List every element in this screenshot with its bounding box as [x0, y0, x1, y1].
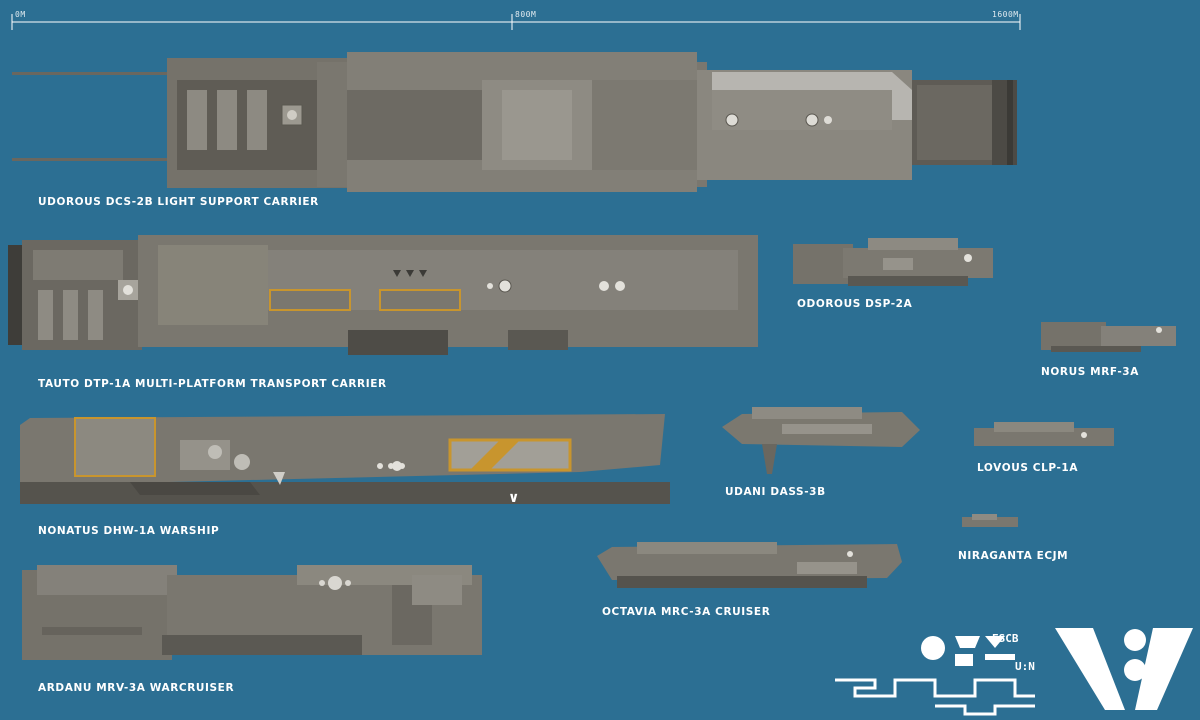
scale-label-800: 800M [515, 10, 537, 19]
ship-label-clp: LOVOUS CLP-1A [977, 462, 1079, 474]
ship-dtp-image [8, 235, 758, 355]
logo-dot-top [1124, 629, 1146, 651]
ship-label-odc: UDOROUS DCS-2B LIGHT SUPPORT CARRIER [38, 196, 319, 208]
ship-mrf-image [1041, 322, 1176, 352]
ship-odc-image [12, 52, 1017, 192]
logo-text-un: U:N [1015, 660, 1035, 673]
scale-label-1600: 1600M [992, 10, 1019, 19]
ship-label-mrf: NORUS MRF-3A [1041, 366, 1139, 378]
logo-dot-bottom [1124, 659, 1146, 681]
logo-text-escb: ESCB [992, 632, 1019, 645]
ship-clp-image [974, 422, 1114, 446]
emblem-icon [921, 636, 945, 660]
faction-logo-cluster [835, 628, 1193, 716]
ship-dhw-image: ∨ [20, 414, 670, 506]
ship-mrc-image [597, 542, 902, 588]
ship-label-dhw: NONATUS DHW-1A WARSHIP [38, 525, 220, 537]
svg-text:∨: ∨ [508, 490, 519, 506]
ship-label-mrv: ARDANU MRV-3A WARCRUISER [38, 682, 235, 694]
ship-label-dass: UDANI DASS-3B [725, 486, 826, 498]
ship-dass-image [722, 407, 920, 474]
ship-dsp-image [793, 238, 993, 286]
ship-label-mrc: OCTAVIA MRC-3A CRUISER [602, 606, 771, 618]
scale-label-0: 0M [15, 10, 26, 19]
ship-label-dsp: ODOROUS DSP-2A [797, 298, 913, 310]
ship-label-dtp: TAUTO DTP-1A MULTI-PLATFORM TRANSPORT CA… [38, 378, 387, 390]
ship-mrv-image [22, 565, 482, 660]
scale-bar [11, 14, 1021, 30]
ship-label-ecjm: NIRAGANTA ECJM [958, 550, 1069, 562]
ship-ecjm-image [962, 514, 1018, 527]
